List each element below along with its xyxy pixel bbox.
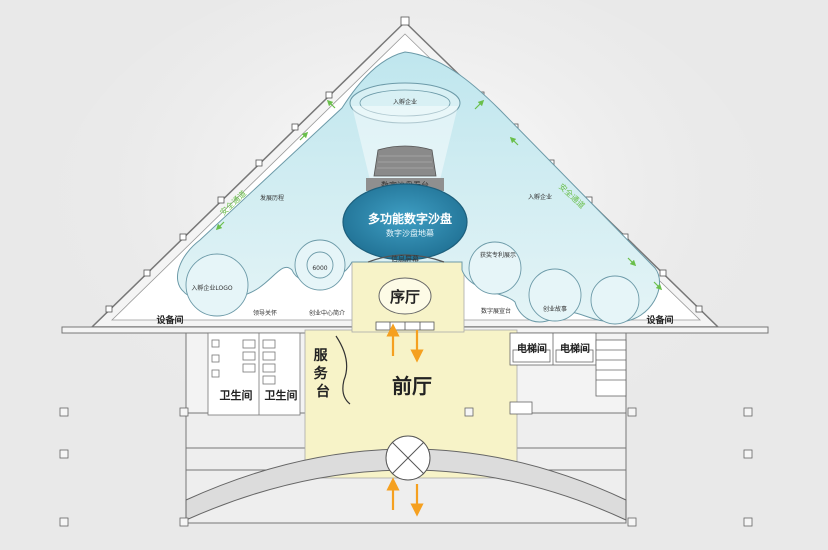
service-desk bbox=[335, 335, 351, 405]
label-equipment-right: 设备间 bbox=[646, 314, 673, 326]
label-preface-hall: 序厅 bbox=[390, 288, 420, 306]
label-enterprise-right: 入孵企业 bbox=[528, 193, 552, 201]
revolving-door bbox=[385, 435, 431, 481]
restroom-block bbox=[207, 332, 301, 416]
label-patent-display: 获奖专利展示 bbox=[480, 251, 516, 259]
top-enterprise-oval bbox=[349, 82, 461, 124]
label-info-screen: 信息屏幕 bbox=[391, 254, 419, 263]
label-elevator-left: 电梯间 bbox=[517, 342, 547, 355]
info-screen-arc bbox=[367, 254, 445, 263]
label-restroom-right: 卫生间 bbox=[265, 388, 298, 402]
entrance-arch bbox=[185, 448, 627, 521]
label-enterprise-logo: 入孵企业LOGO bbox=[191, 284, 233, 292]
label-restroom-left: 卫生间 bbox=[220, 388, 253, 402]
label-leader-care: 领导关怀 bbox=[253, 309, 277, 317]
grandstand-rows bbox=[377, 155, 433, 169]
preface-hall-oval bbox=[378, 277, 432, 315]
main-sandbox-disk bbox=[342, 183, 468, 261]
service-desk-char-2: 务 bbox=[314, 365, 329, 382]
label-elevator-right: 电梯间 bbox=[560, 342, 590, 355]
label-enterprise-top: 入孵企业 bbox=[393, 98, 417, 106]
label-startup-story: 创业故事 bbox=[543, 305, 567, 313]
left-booths bbox=[185, 239, 346, 317]
structural-columns bbox=[59, 407, 753, 527]
service-desk-char-3: 台 bbox=[316, 383, 330, 400]
label-digital-wall: 数字展宣台 bbox=[481, 307, 511, 315]
orange-arrows bbox=[386, 323, 424, 517]
label-small-circle: 6000 bbox=[312, 265, 327, 272]
service-desk-char-1: 服 bbox=[314, 348, 329, 364]
entry-doors bbox=[375, 321, 435, 331]
elevator-block bbox=[509, 332, 627, 415]
label-dev-history: 发展历程 bbox=[260, 194, 284, 202]
label-service-desk: 服 务 台 bbox=[314, 348, 333, 400]
label-main-sandbox: 多功能数字沙盘 bbox=[368, 211, 452, 226]
label-front-hall: 前厅 bbox=[392, 374, 432, 398]
label-center-intro: 创业中心简介 bbox=[309, 309, 345, 317]
label-equipment-left: 设备间 bbox=[156, 314, 183, 326]
grandstand bbox=[373, 145, 437, 177]
label-sandbox-floor: 数字沙盘地幕 bbox=[386, 228, 434, 238]
green-arrows bbox=[215, 99, 663, 291]
right-booths bbox=[468, 241, 640, 325]
